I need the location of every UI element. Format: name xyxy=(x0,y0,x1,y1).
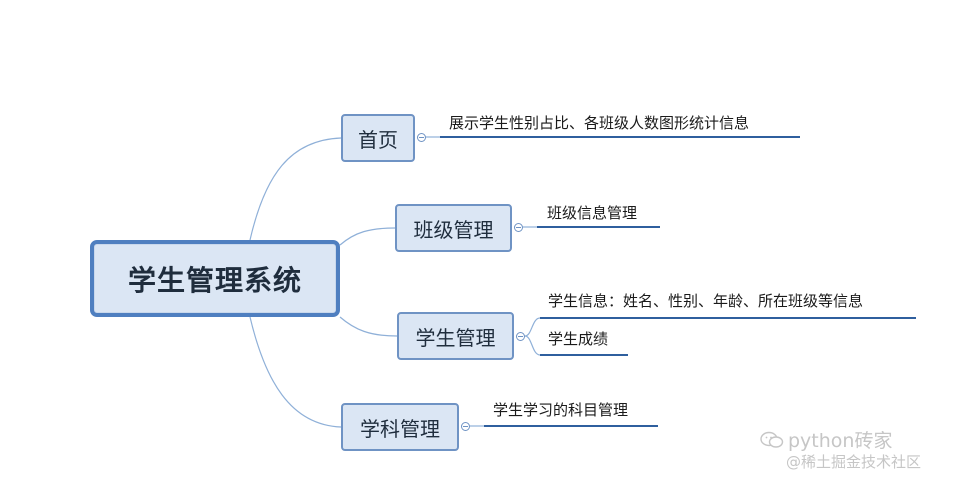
connector-root-student xyxy=(339,316,398,337)
leaf-student-scores[interactable]: 学生成绩 xyxy=(548,330,609,348)
collapse-toggle-subject[interactable] xyxy=(461,422,470,431)
connector-root-class xyxy=(339,227,396,246)
branch-node-home[interactable]: 首页 xyxy=(341,114,415,162)
wechat-icon xyxy=(760,431,784,448)
connector-student-leaf-2 xyxy=(524,335,541,356)
branch-label-student: 学生管理 xyxy=(415,325,496,350)
branch-node-subject[interactable]: 学科管理 xyxy=(341,403,459,451)
collapse-toggle-home[interactable] xyxy=(417,133,426,142)
branch-label-home: 首页 xyxy=(358,127,398,152)
leaf-class-info[interactable]: 班级信息管理 xyxy=(547,204,638,222)
branch-node-student[interactable]: 学生管理 xyxy=(397,312,514,360)
connector-root-subject xyxy=(249,316,342,428)
leaf-student-info[interactable]: 学生信息：姓名、性别、年龄、所在班级等信息 xyxy=(548,292,864,310)
branch-label-subject: 学科管理 xyxy=(360,416,440,441)
collapse-toggle-class[interactable] xyxy=(514,223,523,232)
branch-node-class[interactable]: 班级管理 xyxy=(395,204,512,252)
watermark-author: python砖家 xyxy=(760,426,892,453)
watermark-community: @稀土掘金技术社区 xyxy=(786,453,922,471)
leaf-home-stats[interactable]: 展示学生性别占比、各班级人数图形统计信息 xyxy=(449,114,750,132)
watermark-author-text: python砖家 xyxy=(788,430,893,452)
leaf-subject-management[interactable]: 学生学习的科目管理 xyxy=(493,401,629,419)
root-node[interactable]: 学生管理系统 xyxy=(90,240,340,317)
collapse-toggle-student[interactable] xyxy=(516,332,525,341)
connector-root-home xyxy=(249,137,342,241)
branch-label-class: 班级管理 xyxy=(413,217,494,242)
connector-student-leaf-1 xyxy=(524,317,541,337)
root-label: 学生管理系统 xyxy=(127,263,302,297)
